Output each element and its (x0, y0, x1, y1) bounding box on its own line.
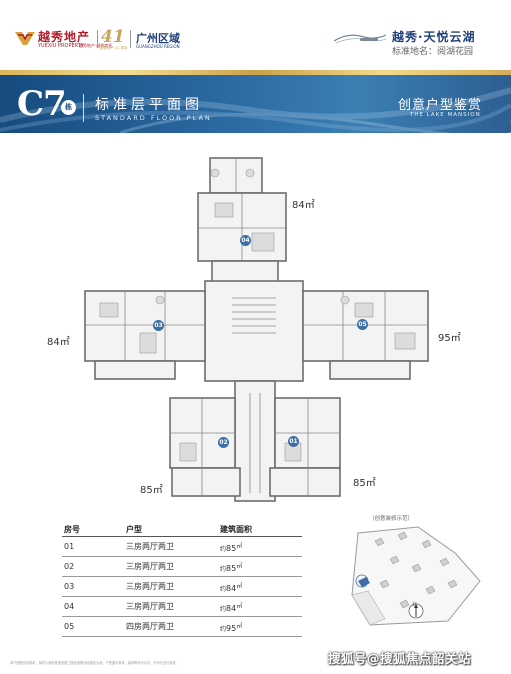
cell-layout: 三房两厅两卫 (126, 602, 174, 611)
unit-badge-04: 04 (240, 235, 251, 246)
unit-badge-01: 01 (288, 436, 299, 447)
page-header: 越秀地产 YUEXIU PROPERTY 越秀地产·越秀房托 41 越秀地产 4… (0, 0, 511, 70)
column-header-room-no: 房号 (64, 525, 80, 534)
table-row: 05 四房两厅两卫 约95㎡ (62, 617, 302, 637)
unit-table: 房号 户型 建筑面积 01 三房两厅两卫 约85㎡ 02 三房两厅两卫 约85㎡… (62, 523, 302, 637)
header-divider (97, 30, 98, 48)
area-label-unit-01: 85㎡ (353, 478, 376, 489)
table-row: 03 三房两厅两卫 约84㎡ (62, 577, 302, 597)
area-label-unit-04: 84㎡ (292, 200, 315, 211)
header-divider (130, 30, 131, 48)
area-label-unit-02: 85㎡ (140, 485, 163, 496)
floor-plan-drawing (84, 157, 429, 502)
cell-room-no: 05 (64, 622, 75, 631)
anniversary-subtitle: 越秀地产 41 周年 (100, 46, 128, 50)
building-suffix: 栋 (61, 100, 76, 115)
table-header: 房号 户型 建筑面积 (62, 523, 302, 537)
table-row: 04 三房两厅两卫 约84㎡ (62, 597, 302, 617)
area-label-unit-03: 84㎡ (47, 337, 70, 348)
north-label: 北 (412, 602, 418, 608)
cell-layout: 三房两厅两卫 (126, 562, 174, 571)
cell-room-no: 03 (64, 582, 75, 591)
cell-room-no: 02 (64, 562, 75, 571)
banner-texture-icon (0, 87, 511, 133)
cell-room-no: 04 (64, 602, 75, 611)
anniversary-logo: 41 (101, 27, 125, 47)
cell-area: 约95㎡ (220, 622, 243, 633)
banner-divider (83, 94, 84, 122)
site-plan-title: （创意装修示范） (369, 516, 414, 522)
cell-layout: 三房两厅两卫 (126, 542, 174, 551)
cell-area: 约85㎡ (220, 562, 243, 573)
cell-room-no: 01 (64, 542, 75, 551)
table-row: 02 三房两厅两卫 约85㎡ (62, 557, 302, 577)
title-banner: C7 栋 标准层平面图 STANDARD FLOOR PLAN 创意户型鉴赏 T… (0, 70, 511, 133)
page-title-en: STANDARD FLOOR PLAN (95, 114, 212, 122)
table-row: 01 三房两厅两卫 约85㎡ (62, 537, 302, 557)
brand-name: 越秀地产 (38, 30, 91, 44)
region-name-en: GUANGZHOU REGION (136, 44, 180, 49)
unit-badge-03: 03 (153, 320, 164, 331)
yuexiu-logo-icon (15, 32, 35, 45)
project-name: 越秀·天悦云湖 (392, 30, 476, 44)
slogan-en: THE LAKE MANSION (410, 112, 481, 118)
watermark: 搜狐号@搜狐焦点韶关站 (328, 651, 472, 666)
column-header-layout: 户型 (126, 525, 142, 534)
area-label-unit-05: 95㎡ (438, 333, 461, 344)
site-plan-map (351, 526, 481, 626)
building-code: C7 (17, 84, 67, 124)
brand-subtitle: 越秀地产·越秀房托 (79, 43, 113, 48)
brand-name-en: YUEXIU PROPERTY (38, 43, 84, 49)
cell-area: 约84㎡ (220, 582, 243, 593)
slogan: 创意户型鉴赏 (398, 98, 483, 113)
project-logo-icon (334, 34, 386, 44)
banner-gold-stripe (0, 70, 511, 75)
floor-plan: 84㎡ 84㎡ 95㎡ 85㎡ 85㎡ 04 03 05 02 01 (0, 133, 511, 515)
registered-name: 标准地名：阅湖花园 (392, 47, 474, 57)
region-name: 广州区域 (136, 32, 180, 45)
disclaimer: 本户型图仅供参考，最终以政府批准的施工图及房屋测绘报告为准，户型图中家具、装饰等… (10, 661, 179, 665)
unit-badge-05: 05 (357, 319, 368, 330)
unit-badge-02: 02 (218, 437, 229, 448)
page-title: 标准层平面图 (95, 97, 203, 113)
cell-area: 约84㎡ (220, 602, 243, 613)
cell-area: 约85㎡ (220, 542, 243, 553)
cell-layout: 四房两厅两卫 (126, 622, 174, 631)
column-header-area: 建筑面积 (220, 525, 252, 534)
cell-layout: 三房两厅两卫 (126, 582, 174, 591)
